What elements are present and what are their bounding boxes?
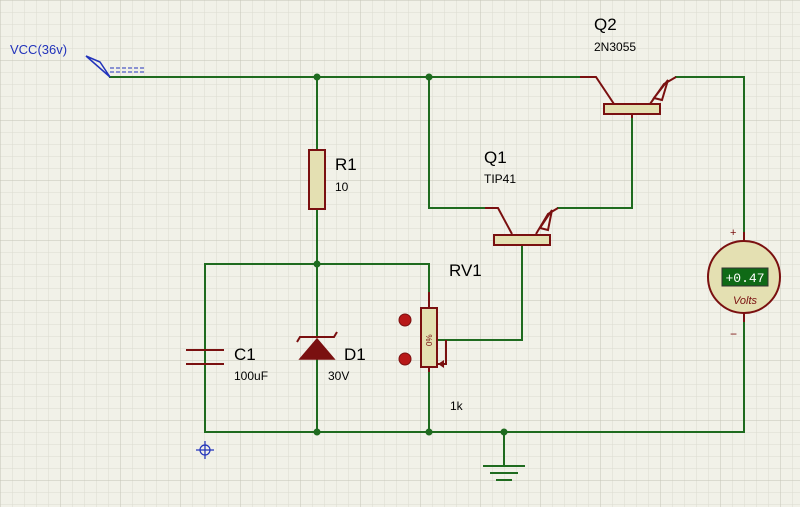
vcc-terminal[interactable]: VCC(36v) — [10, 42, 146, 78]
d1-ref: D1 — [344, 345, 366, 364]
rv1-value: 1k — [450, 399, 464, 413]
terminal-arrow-icon — [85, 55, 111, 78]
r1-ref: R1 — [335, 155, 357, 174]
q2-collector-lead — [580, 76, 615, 105]
q1-collector-lead — [485, 207, 513, 235]
junction-dot — [313, 260, 321, 268]
voltmeter-minus-sign: − — [730, 327, 737, 341]
rv1-potentiometer[interactable]: 0% RV1 1k — [398, 261, 482, 413]
q1-transistor[interactable]: Q1 TIP41 — [484, 148, 559, 246]
wire-rail-to-q1-collector — [428, 76, 486, 209]
voltmeter-display — [721, 267, 769, 287]
junctions — [313, 73, 508, 436]
q2-base-bar — [603, 103, 661, 115]
d1-triangle-icon — [298, 337, 336, 360]
r1-resistor[interactable]: R1 10 — [308, 149, 357, 210]
c1-value: 100uF — [234, 369, 268, 383]
voltmeter-reading: +0.47 — [725, 271, 764, 286]
d1-zener-diode[interactable]: D1 30V — [296, 331, 366, 383]
junction-dot — [425, 73, 433, 81]
q1-ref: Q1 — [484, 148, 507, 167]
q2-transistor[interactable]: Q2 2N3055 — [580, 15, 677, 118]
junction-dot — [500, 428, 508, 436]
c1-capacitor[interactable]: C1 100uF — [186, 345, 268, 383]
rv1-decrease-button[interactable] — [398, 352, 412, 366]
rv1-ref: RV1 — [449, 261, 482, 280]
rv1-wiper-percent: 0% — [425, 334, 434, 346]
d1-value: 30V — [328, 369, 349, 383]
vcc-label: VCC(36v) — [10, 42, 67, 57]
r1-body — [308, 149, 326, 210]
voltmeter-unit: Volts — [733, 295, 758, 307]
ground-symbol[interactable] — [483, 465, 525, 481]
c1-ref: C1 — [234, 345, 256, 364]
wires — [109, 76, 745, 467]
q1-value: TIP41 — [484, 172, 516, 186]
origin-marker-icon — [196, 441, 214, 459]
junction-dot — [313, 428, 321, 436]
q2-value: 2N3055 — [594, 40, 636, 54]
q2-ref: Q2 — [594, 15, 617, 34]
voltmeter-plus-sign: + — [730, 227, 736, 239]
rv1-wiper-arrow-icon — [438, 360, 444, 368]
wire-rv1-wiper-to-q1-base — [436, 245, 523, 341]
junction-dot — [313, 73, 321, 81]
wire-q2-emitter-to-meter — [675, 76, 745, 233]
wire-q1-emitter-to-q2-base — [557, 116, 633, 209]
q1-base-bar — [493, 234, 551, 246]
q1-emitter-arrow-icon — [538, 209, 553, 232]
voltmeter[interactable]: +0.47 Volts + − — [707, 227, 781, 341]
q2-emitter-arrow-icon — [652, 79, 669, 102]
rv1-increase-button[interactable] — [398, 313, 412, 327]
d1-cathode-bar — [296, 331, 338, 343]
junction-dot — [425, 428, 433, 436]
r1-value: 10 — [335, 180, 349, 194]
